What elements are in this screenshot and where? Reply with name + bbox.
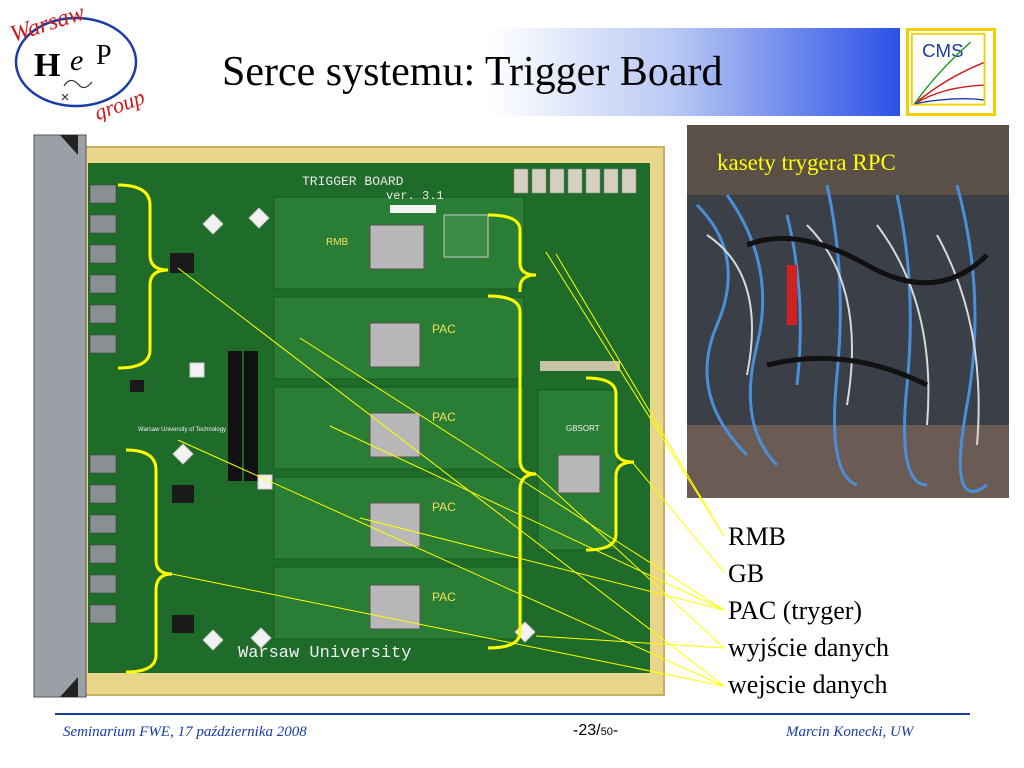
cms-logo-text: CMS xyxy=(922,40,963,61)
footer-divider xyxy=(55,713,970,715)
label-gb: GB xyxy=(728,559,765,588)
board-chip-label-pac-1: PAC xyxy=(432,322,456,336)
board-chip-label-pac-3: PAC xyxy=(432,500,456,514)
board-chip-label-pac-2: PAC xyxy=(432,410,456,424)
component-labels: RMB GB PAC (tryger) wyjście danych wejsc… xyxy=(728,518,988,703)
logo-letter-p: P xyxy=(96,40,112,71)
logo-letter-h: H xyxy=(34,47,60,84)
footer-page-number: -23/50- xyxy=(573,722,618,740)
board-bottom-text: Warsaw University xyxy=(238,644,411,663)
board-chip-label-pac-4: PAC xyxy=(432,590,456,604)
footer-event: Seminarium FWE, 17 października 2008 xyxy=(63,724,307,740)
rpc-rack-photo xyxy=(687,125,1009,498)
page-total: 50 xyxy=(600,726,613,738)
page-suffix: - xyxy=(612,722,619,739)
board-gbsort-label: GBSORT xyxy=(566,424,600,433)
footer-author: Marcin Konecki, UW xyxy=(786,724,914,740)
cms-logo: CMS xyxy=(906,28,996,116)
board-chip-label-rmb: RMB xyxy=(326,237,349,248)
label-input: wejscie danych xyxy=(728,670,888,699)
label-output: wyjście danych xyxy=(728,633,890,662)
board-version: ver. 3.1 xyxy=(386,189,444,203)
label-rmb: RMB xyxy=(728,522,786,551)
logo-letter-e: e xyxy=(70,44,83,77)
rack-caption: kasety trygera RPC xyxy=(717,150,896,175)
label-pac: PAC (tryger) xyxy=(728,596,863,625)
title-bar: Serce systemu: Trigger Board xyxy=(152,28,900,116)
slide-title: Serce systemu: Trigger Board xyxy=(222,49,723,95)
board-side-text: Warsaw University of Technology xyxy=(138,427,226,433)
board-silkscreen-title: TRIGGER BOARD xyxy=(302,174,404,189)
page-current: -23/ xyxy=(573,722,601,739)
trigger-board-photo: TRIGGER BOARD ver. 3.1 Warsaw University… xyxy=(30,125,674,705)
warsaw-hep-logo: Warsaw group H e P xyxy=(7,2,148,122)
